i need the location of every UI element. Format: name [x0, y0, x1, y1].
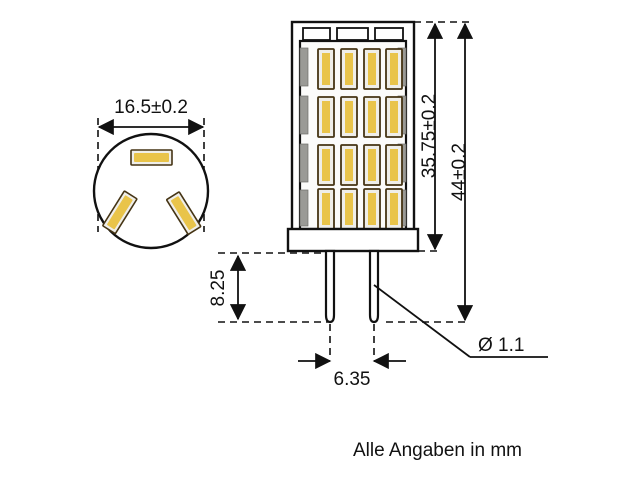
cap-notch-2 [336, 27, 369, 41]
top-view-group: 16.5±0.2 [92, 97, 210, 250]
cap-notch-3 [374, 27, 404, 41]
pin-spacing-dimension-label: 6.35 [334, 369, 371, 390]
led-r1c2 [340, 48, 358, 90]
total-height-dimension-label: 44±0.2 [449, 143, 470, 201]
pin-diameter-label: Ø 1.1 [478, 335, 524, 356]
pin-diameter-leader-line [373, 284, 471, 358]
top-view-led-2 [102, 190, 138, 235]
led-r4c4 [385, 188, 403, 230]
led-r2c1 [317, 96, 335, 138]
led-grid [317, 48, 403, 230]
led-r2c4 [385, 96, 403, 138]
cap-notch-1 [302, 27, 331, 41]
led-r3c2 [340, 144, 358, 186]
led-r4c3 [363, 188, 381, 230]
led-r3c3 [363, 144, 381, 186]
pin-right [368, 249, 380, 324]
led-r1c1 [317, 48, 335, 90]
side-strip-left-3 [299, 143, 309, 183]
led-r2c2 [340, 96, 358, 138]
side-strip-left-2 [299, 95, 309, 135]
base-plate [286, 227, 420, 253]
width-dimension-label: 16.5±0.2 [114, 97, 188, 118]
led-r4c1 [317, 188, 335, 230]
pin-length-dimension-label: 8.25 [208, 270, 229, 307]
led-r3c4 [385, 144, 403, 186]
led-r1c3 [363, 48, 381, 90]
body-height-dimension-label: 35.75±0.2 [419, 94, 440, 178]
led-r1c4 [385, 48, 403, 90]
led-r4c2 [340, 188, 358, 230]
side-strip-left-4 [299, 189, 309, 227]
top-view-led-1 [130, 149, 173, 166]
pin-length-dimension-group: 8.25 [208, 252, 328, 323]
side-strip-left-1 [299, 47, 309, 87]
led-r3c1 [317, 144, 335, 186]
top-view-led-3 [166, 191, 202, 235]
led-r2c3 [363, 96, 381, 138]
pin-spacing-dimension-group: 6.35 [298, 324, 406, 390]
pin-left [324, 249, 336, 324]
units-note: Alle Angaben in mm [353, 440, 522, 461]
front-view-group [286, 20, 420, 324]
pin-diameter-callout-group: Ø 1.1 [373, 284, 548, 358]
vertical-dimensions-group: 35.75±0.2 44±0.2 [386, 21, 474, 323]
